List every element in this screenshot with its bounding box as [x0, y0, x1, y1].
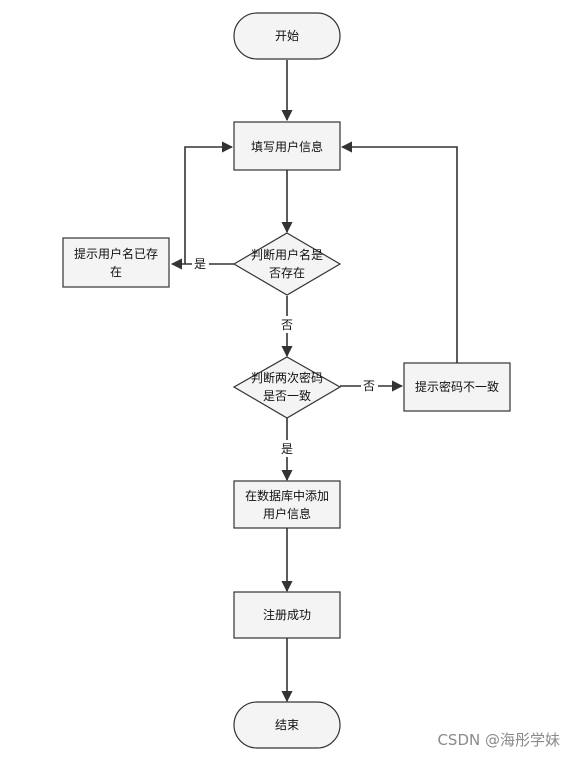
svg-text:在数据库中添加: 在数据库中添加 [245, 488, 329, 503]
node-check-username: 判断用户名是 否存在 [232, 232, 342, 296]
svg-text:判断两次密码: 判断两次密码 [251, 370, 323, 385]
svg-text:提示用户名已存: 提示用户名已存 [74, 246, 158, 261]
node-start: 开始 [233, 12, 341, 60]
edge-exists-back-to-fill [184, 141, 234, 264]
edge-label-yes-exists: 是 [194, 257, 206, 271]
edge-mismatch-back-to-fill [340, 141, 458, 363]
watermark: CSDN @海彤学妹 [437, 731, 560, 749]
node-end: 结束 [233, 701, 341, 749]
svg-text:结束: 结束 [275, 718, 299, 732]
edge-label-no-exists: 否 [281, 318, 293, 332]
edge-label-yes-match: 是 [281, 442, 293, 456]
node-username-exists: 提示用户名已存 在 [62, 237, 170, 288]
svg-text:用户信息: 用户信息 [263, 506, 311, 521]
svg-text:否存在: 否存在 [269, 266, 305, 280]
node-add-to-db: 在数据库中添加 用户信息 [233, 480, 341, 529]
svg-text:判断用户名是: 判断用户名是 [251, 247, 323, 262]
node-check-passwords: 判断两次密码 是否一致 [232, 356, 342, 419]
svg-text:开始: 开始 [275, 29, 299, 43]
svg-text:在: 在 [110, 265, 122, 279]
svg-text:是否一致: 是否一致 [263, 389, 311, 403]
node-register-success: 注册成功 [233, 591, 341, 639]
edge-label-no-match: 否 [363, 379, 375, 393]
svg-text:注册成功: 注册成功 [263, 607, 311, 622]
svg-text:填写用户信息: 填写用户信息 [251, 139, 323, 154]
node-password-mismatch: 提示密码不一致 [403, 362, 511, 412]
svg-text:提示密码不一致: 提示密码不一致 [415, 379, 499, 394]
node-fill-user-info: 填写用户信息 [233, 121, 341, 171]
